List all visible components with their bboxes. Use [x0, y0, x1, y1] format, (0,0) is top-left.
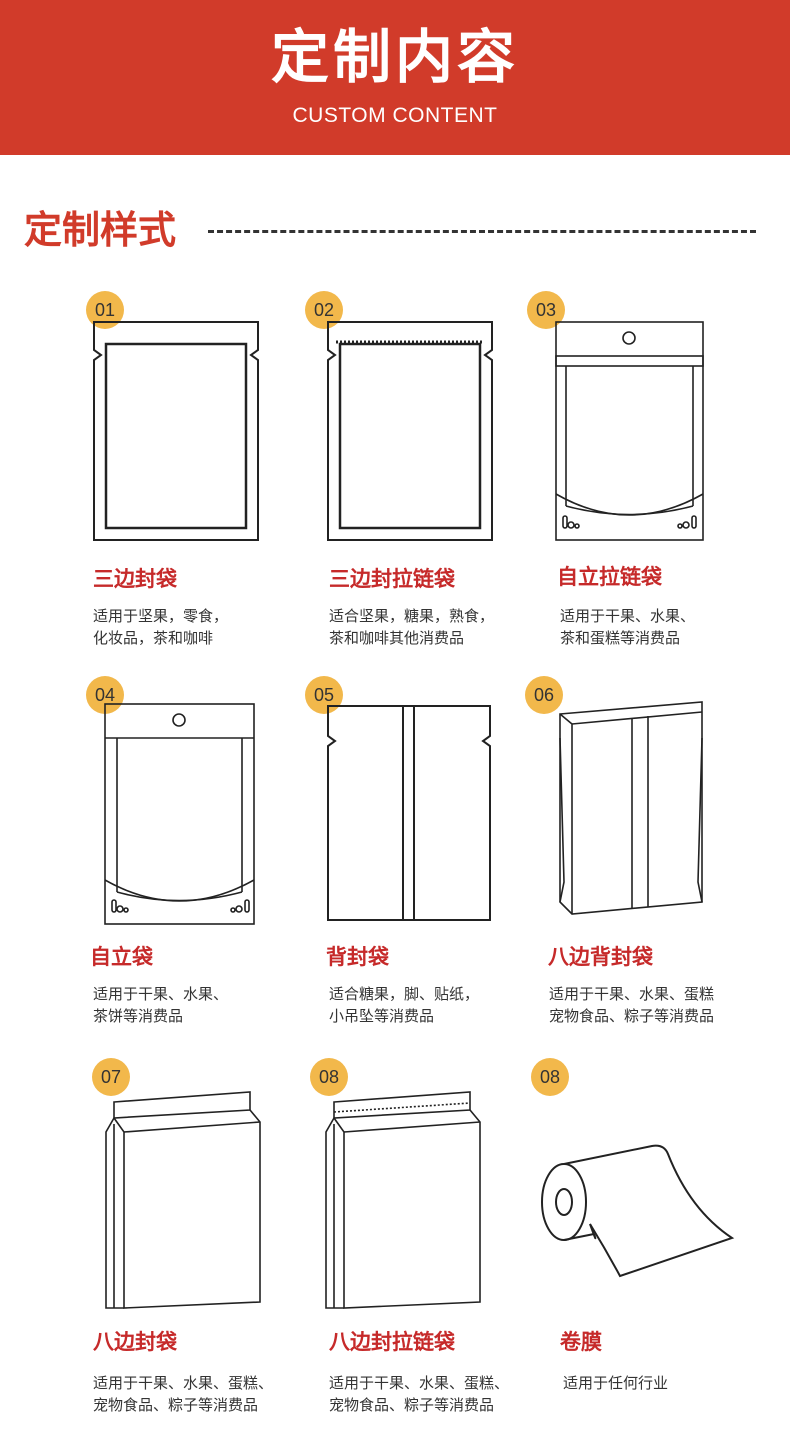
item-description: 适用于干果、水果、茶饼等消费品	[93, 985, 229, 1025]
stand-up-zipper-bag-icon	[555, 321, 704, 541]
item-number-badge: 02	[305, 291, 343, 329]
header-banner: 定制内容 CUSTOM CONTENT	[0, 0, 790, 155]
item-number-badge: 05	[305, 676, 343, 714]
item-number-badge: 07	[92, 1058, 130, 1096]
item-name: 八边封拉链袋	[329, 1330, 455, 1354]
item-name: 八边背封袋	[548, 945, 653, 969]
banner-subtitle: CUSTOM CONTENT	[292, 104, 498, 127]
item-description: 适合坚果，糖果，熟食，茶和咖啡其他消费品	[329, 607, 495, 647]
film-roll-icon	[541, 1144, 735, 1278]
item-description: 适用于任何行业	[563, 1374, 669, 1392]
back-seal-bag-icon	[327, 705, 491, 921]
item-description: 适用于干果、水果、蛋糕宠物食品、粽子等消费品	[549, 985, 715, 1025]
item-number-badge: 04	[86, 676, 124, 714]
item-description: 适用于干果、水果、茶和蛋糕等消费品	[560, 607, 696, 647]
banner-title: 定制内容	[270, 23, 519, 91]
eight-side-seal-bag-icon	[105, 1091, 261, 1309]
three-side-zipper-bag-icon	[327, 321, 493, 541]
section-title: 定制样式	[24, 208, 177, 252]
item-name: 自立拉链袋	[557, 565, 662, 589]
dashed-divider	[208, 230, 756, 233]
item-description: 适用于干果、水果、蛋糕、宠物食品、粽子等消费品	[329, 1374, 510, 1414]
item-number-badge: 08	[531, 1058, 569, 1096]
item-name: 卷膜	[560, 1330, 602, 1354]
eight-side-zipper-bag-icon	[325, 1091, 481, 1309]
eight-side-back-seal-bag-icon	[559, 701, 703, 915]
item-name: 自立袋	[90, 945, 153, 969]
stand-up-bag-icon	[104, 703, 255, 925]
item-name: 背封袋	[326, 945, 389, 969]
item-name: 三边封拉链袋	[329, 567, 455, 591]
item-name: 八边封袋	[93, 1330, 177, 1354]
item-description: 适合糖果，脚、贴纸，小吊坠等消费品	[329, 985, 480, 1025]
item-name: 三边封袋	[93, 567, 177, 591]
item-number-badge: 08	[310, 1058, 348, 1096]
three-side-seal-bag-icon	[93, 321, 259, 541]
item-number-badge: 06	[525, 676, 563, 714]
item-description: 适用于干果、水果、蛋糕、宠物食品、粽子等消费品	[93, 1374, 274, 1414]
item-description: 适用于坚果，零食，化妆品，茶和咖啡	[93, 607, 229, 647]
